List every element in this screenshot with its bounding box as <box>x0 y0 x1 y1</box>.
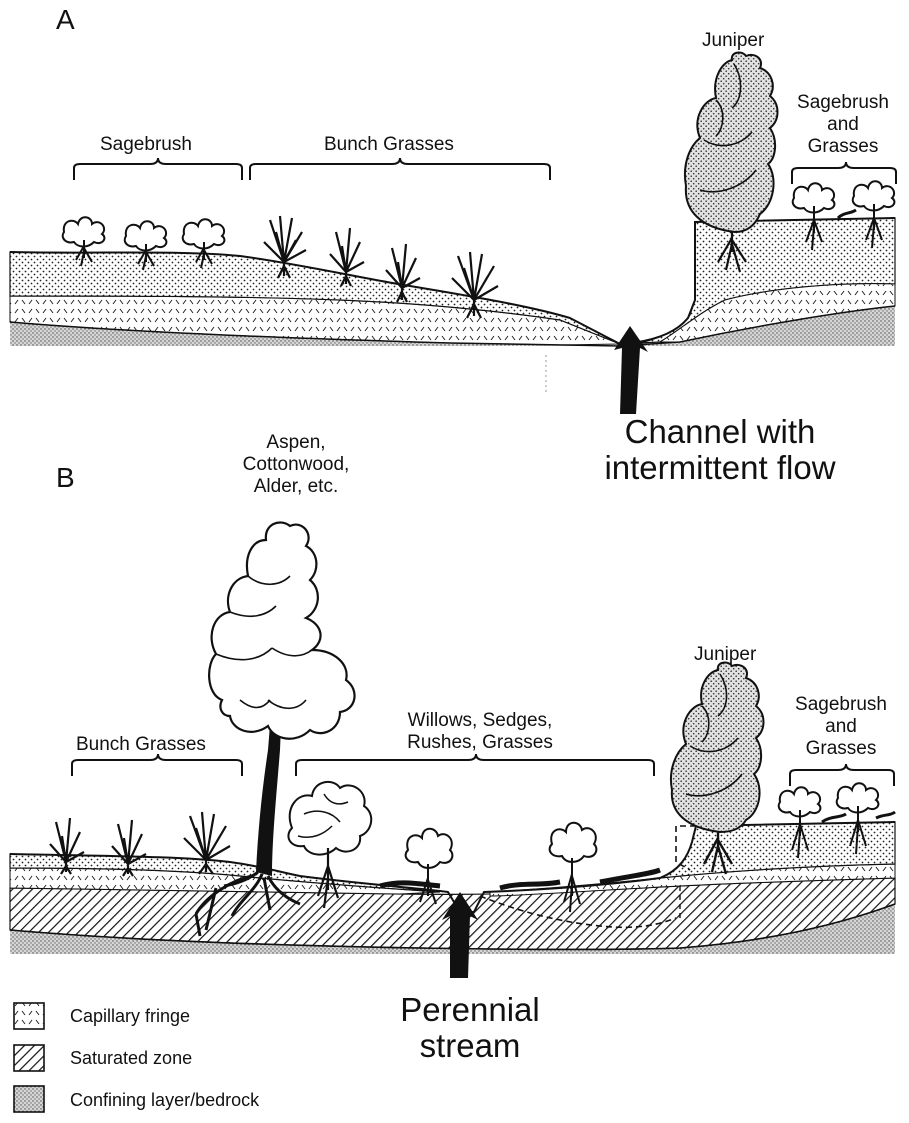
panel-b-willows-line-1: Willows, Sedges, <box>380 710 580 732</box>
panel-b-label-sagebrush-grasses: Sagebrush and Grasses <box>784 694 898 760</box>
panel-b-label-willows: Willows, Sedges, Rushes, Grasses <box>380 710 580 754</box>
panel-b-sagebrush-grasses-line-3: Grasses <box>784 738 898 760</box>
legend-label-bedrock: Confining layer/bedrock <box>70 1090 259 1111</box>
panel-b-sagebrush-grasses-line-2: and <box>784 716 898 738</box>
brace-a-bunch-grasses <box>250 158 550 180</box>
legend-swatch-saturated <box>14 1045 44 1071</box>
brace-a-sagebrush-grasses <box>792 162 896 184</box>
panel-b-aspen-line-1: Aspen, <box>226 432 366 454</box>
panel-a-label-juniper: Juniper <box>702 30 764 52</box>
panel-b-stream-label-line-1: Perennial <box>400 992 540 1028</box>
panel-a-channel-label-line-2: intermittent flow <box>570 450 870 486</box>
panel-a-channel-arrow <box>614 326 648 414</box>
brace-b-sagebrush-grasses <box>790 764 894 786</box>
panel-b-stream-label: Perennial stream <box>400 992 540 1064</box>
panel-a-channel-label-line-1: Channel with <box>570 414 870 450</box>
legend-label-capillary: Capillary fringe <box>70 1006 190 1027</box>
panel-b-label-juniper: Juniper <box>694 644 756 666</box>
panel-b-aspen-line-3: Alder, etc. <box>226 476 366 498</box>
panel-a-label-sagebrush-grasses: Sagebrush and Grasses <box>786 92 900 158</box>
legend-label-saturated: Saturated zone <box>70 1048 192 1069</box>
panel-a-sagebrush-grasses-line-1: Sagebrush <box>786 92 900 114</box>
panel-b-braces <box>72 754 894 786</box>
panel-b-sagebrush-grasses-line-1: Sagebrush <box>784 694 898 716</box>
brace-b-willows <box>296 754 654 776</box>
panel-b-label-aspen: Aspen, Cottonwood, Alder, etc. <box>226 432 366 498</box>
aspen-canopy <box>209 522 354 738</box>
legend-swatch-capillary <box>14 1003 44 1029</box>
panel-a-sagebrush-grasses-line-2: and <box>786 114 900 136</box>
panel-b-letter: B <box>56 462 75 494</box>
panel-a-channel-label: Channel with intermittent flow <box>570 414 870 486</box>
panel-a <box>10 53 896 414</box>
panel-a-sagebrush-grasses-line-3: Grasses <box>786 136 900 158</box>
panel-b-aspen-line-2: Cottonwood, <box>226 454 366 476</box>
panel-a-label-sagebrush: Sagebrush <box>100 134 192 156</box>
legend-swatch-bedrock <box>14 1086 44 1112</box>
panel-b-stream-label-line-2: stream <box>400 1028 540 1064</box>
brace-a-sagebrush <box>74 158 242 180</box>
panel-a-letter: A <box>56 4 75 36</box>
brace-b-bunch-grasses <box>72 754 242 776</box>
panel-a-label-bunch-grasses: Bunch Grasses <box>324 134 454 156</box>
panel-b-willows-line-2: Rushes, Grasses <box>380 732 580 754</box>
panel-b-label-bunch-grasses: Bunch Grasses <box>76 734 206 756</box>
legend-swatches <box>14 1003 44 1112</box>
